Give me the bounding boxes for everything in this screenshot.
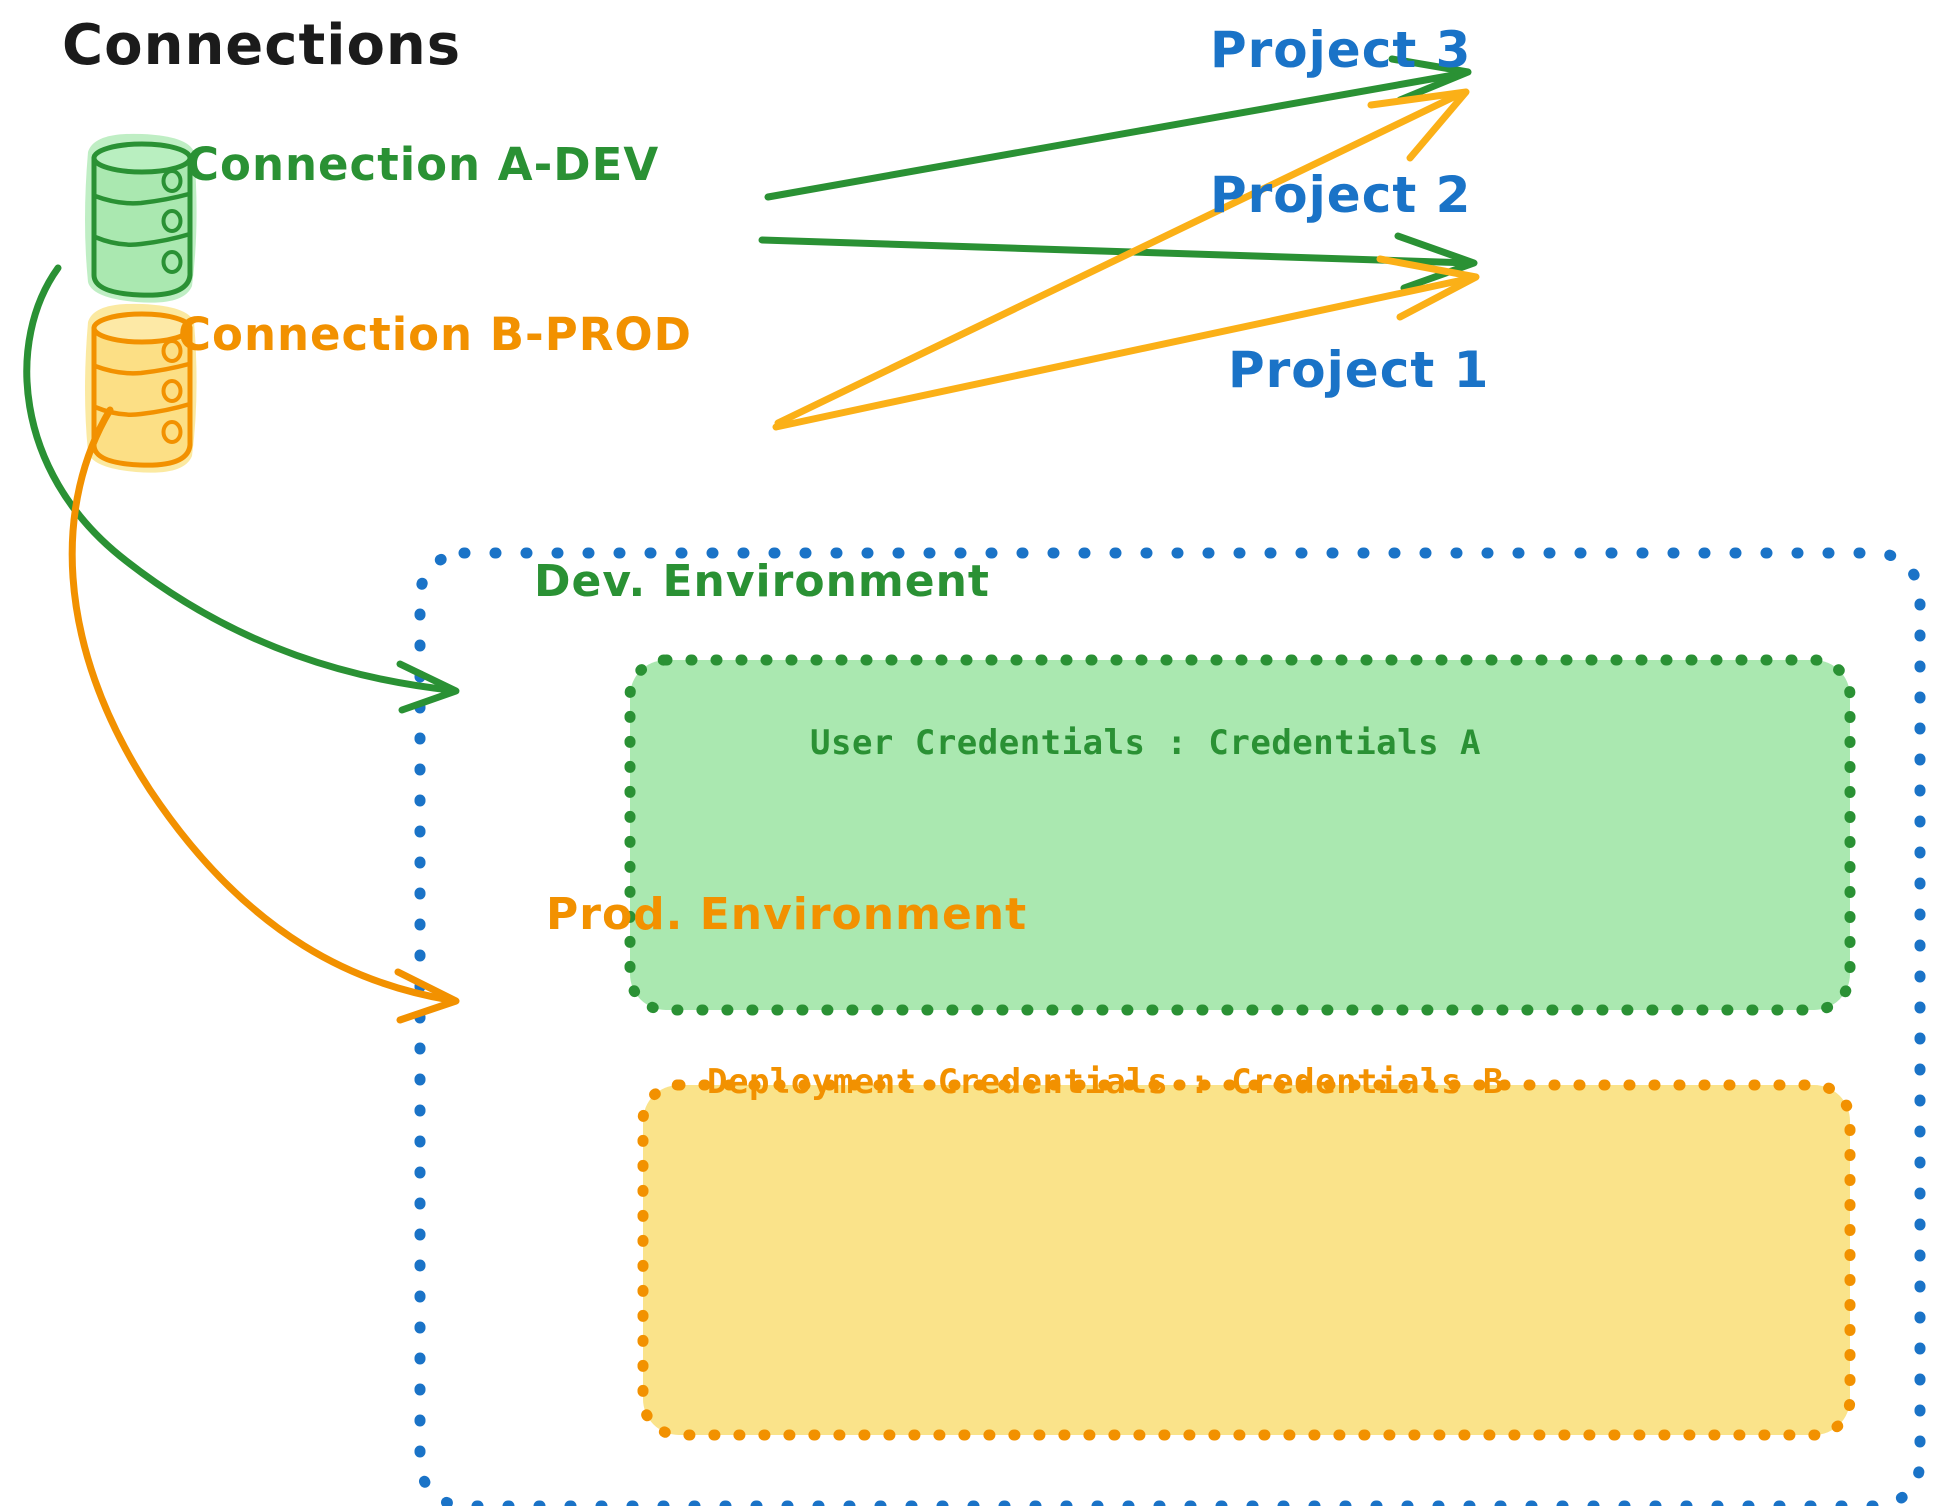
edge-a-dev-to-project-2 xyxy=(758,232,1478,292)
page-title: Connections xyxy=(62,13,462,78)
database-icon-a-dev[interactable] xyxy=(85,133,197,303)
edge-b-prod-to-project-2 xyxy=(772,255,1480,431)
connection-label-b-prod[interactable]: Connection B-PROD xyxy=(178,308,692,361)
dev-environment-box[interactable] xyxy=(624,654,1856,1016)
project-label-3[interactable]: Project 3 xyxy=(1210,21,1472,79)
edge-a-dev-to-dev-environment xyxy=(23,264,460,714)
project-label-1[interactable]: Project 1 xyxy=(1228,341,1490,399)
edge-a-dev-to-project-3 xyxy=(764,55,1472,201)
dev-environment-title: Dev. Environment xyxy=(534,556,990,607)
prod-environment-credentials: Deployment Credentials : Credentials B xyxy=(707,1062,1504,1102)
prod-environment-box[interactable] xyxy=(637,1079,1856,1441)
prod-environment-title: Prod. Environment xyxy=(546,889,1028,940)
connection-label-a-dev[interactable]: Connection A-DEV xyxy=(186,138,660,191)
edge-b-prod-to-project-3 xyxy=(774,88,1470,427)
database-icon-b-prod[interactable] xyxy=(85,303,197,473)
dev-environment-credentials: User Credentials : Credentials A xyxy=(810,723,1482,763)
project-label-2[interactable]: Project 2 xyxy=(1210,166,1472,224)
edge-b-prod-to-prod-environment xyxy=(68,406,460,1024)
